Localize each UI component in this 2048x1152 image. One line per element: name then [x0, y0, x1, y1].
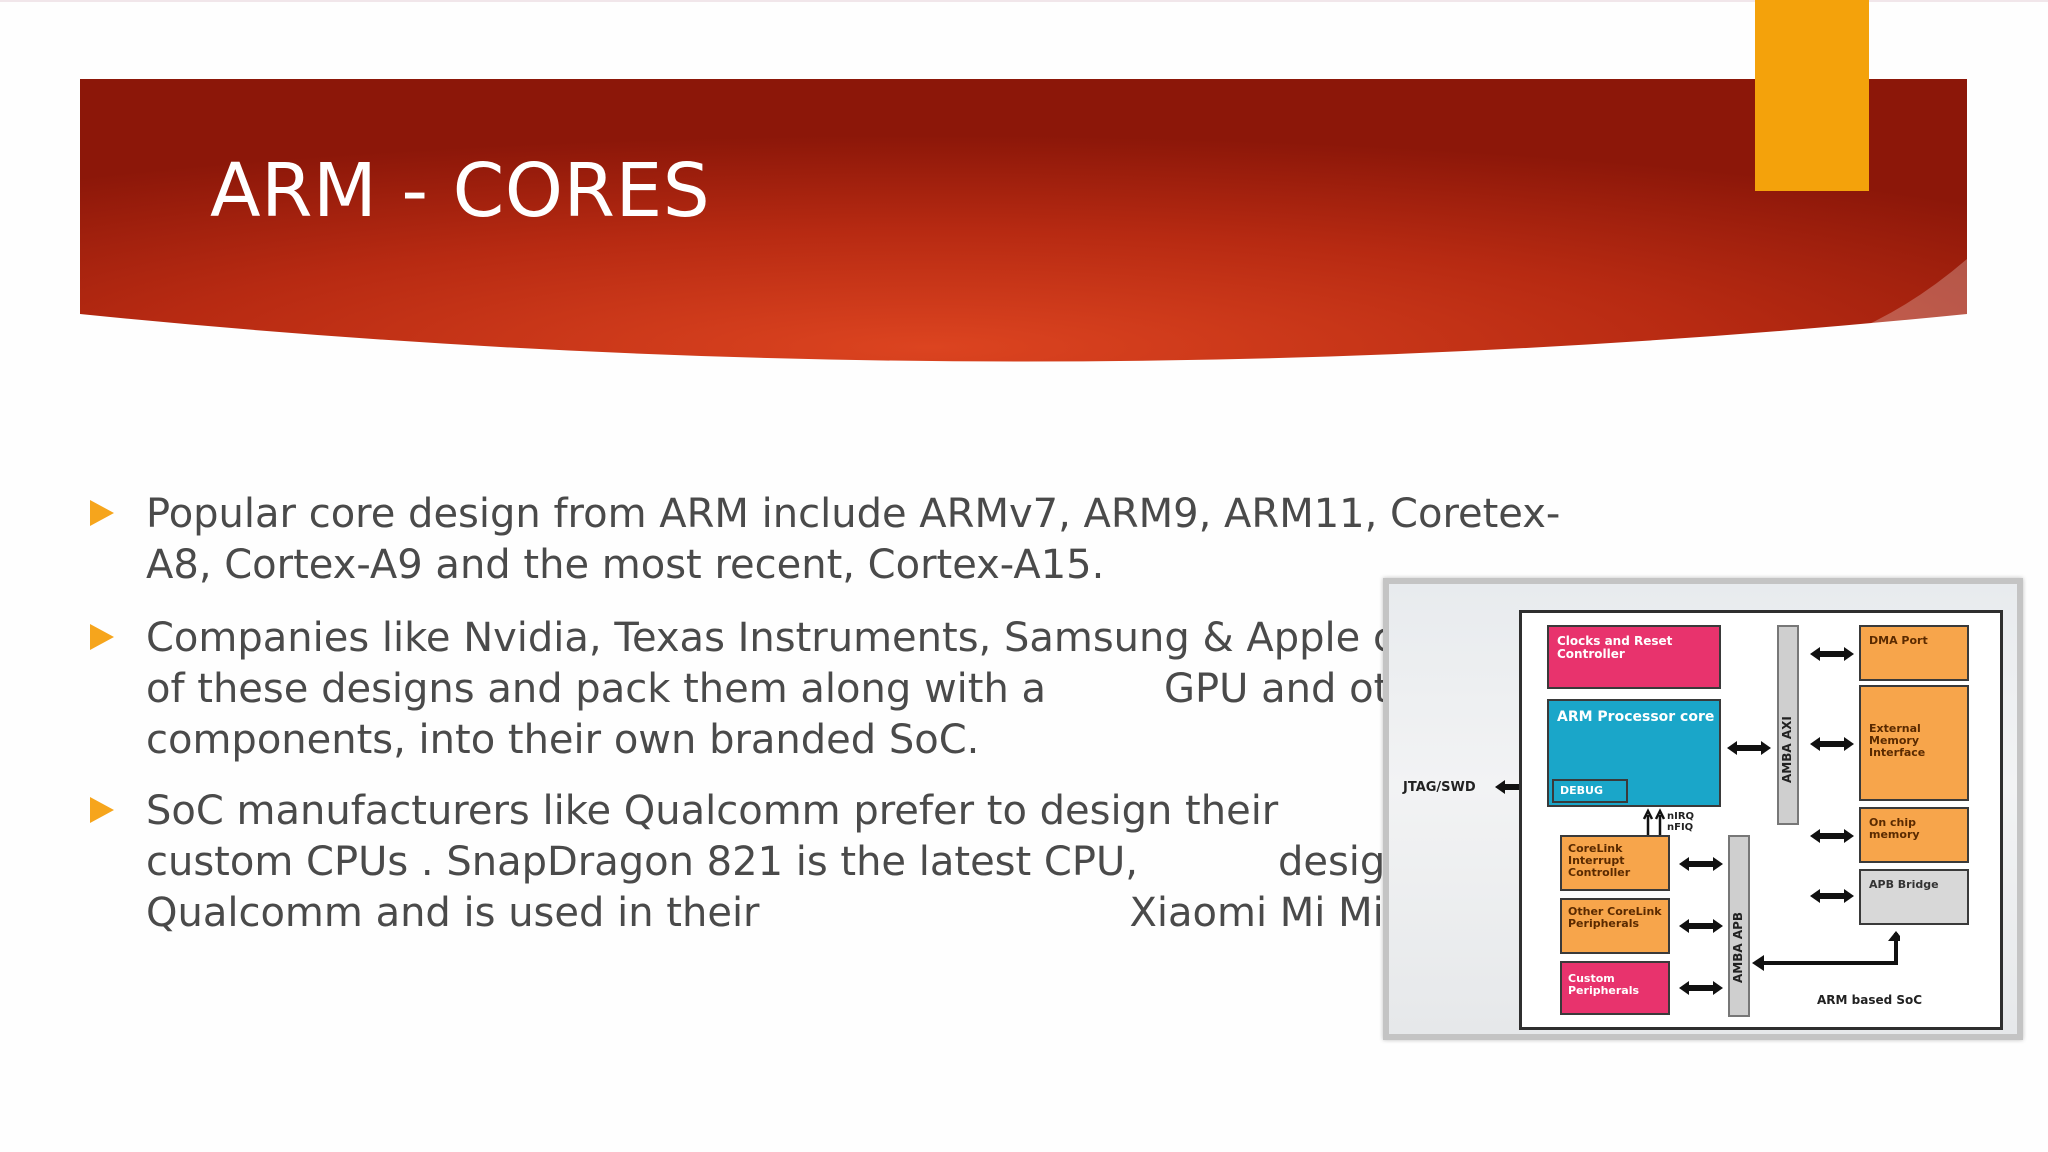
bullet-line: custom CPUs . SnapDragon 821 is the late…: [146, 839, 1138, 885]
debug-block: DEBUG: [1552, 779, 1628, 803]
other-apb-arrow-icon: [1679, 919, 1723, 933]
jtag-label: JTAG/SWD: [1403, 780, 1476, 795]
nfiq-label: nFIQ: [1667, 822, 1694, 833]
core-axi-arrow-icon: [1727, 741, 1771, 755]
bullet-line: SoC manufacturers like Qualcomm prefer t…: [146, 788, 1279, 834]
title-banner: [80, 79, 1967, 381]
corelink-interrupt-block: CoreLink Interrupt Controller: [1560, 835, 1670, 891]
amba-axi-label: AMBA AXI: [1780, 716, 1794, 783]
apb-bridge-link-icon: [1752, 931, 1900, 971]
bullet-line: Popular core design from ARM include ARM…: [146, 491, 1561, 537]
soc-boundary: Clocks and Reset Controller ARM Processo…: [1519, 610, 2003, 1030]
jtag-arrow-icon: [1495, 780, 1539, 794]
onchip-memory-block: On chip memory: [1859, 807, 1969, 863]
clocks-block: Clocks and Reset Controller: [1547, 625, 1721, 689]
external-memory-block: External Memory Interface: [1859, 685, 1969, 801]
onchip-arrow-icon: [1810, 829, 1854, 843]
bullet-3-text: SoC manufacturers like Qualcomm prefer t…: [146, 786, 1522, 939]
amba-apb-label: AMBA APB: [1731, 911, 1745, 983]
bullet-line: of these designs and pack them along wit…: [146, 666, 1047, 712]
accent-tab: [1755, 0, 1869, 191]
diagram-canvas: JTAG/SWD Clocks and Reset Controller ARM…: [1389, 584, 2017, 1034]
bullet-line: Qualcomm and is used in their: [146, 890, 760, 936]
amba-axi-bus: [1777, 625, 1799, 825]
bullet-arrow-icon: [90, 500, 114, 526]
bullet-line: A8, Cortex-A9 and the most recent, Corte…: [146, 542, 1105, 588]
arm-core-label: ARM Processor core: [1557, 709, 1715, 725]
soc-label: ARM based SoC: [1817, 993, 1923, 1007]
top-border: [0, 0, 2048, 2]
dma-port-block: DMA Port: [1859, 625, 1969, 681]
arm-soc-diagram: JTAG/SWD Clocks and Reset Controller ARM…: [1383, 578, 2023, 1040]
dma-arrow-icon: [1810, 647, 1854, 661]
slide-title: ARM - CORES: [210, 148, 711, 234]
irq-label: nIRQ nFIQ: [1667, 811, 1694, 833]
bullet-1-text: Popular core design from ARM include ARM…: [146, 489, 1560, 591]
irq-arrows-icon: [1642, 808, 1666, 835]
apb-bridge-block: APB Bridge: [1859, 869, 1969, 925]
custom-peripherals-block: Custom Peripherals: [1560, 961, 1670, 1015]
custom-apb-arrow-icon: [1679, 981, 1723, 995]
bullet-arrow-icon: [90, 624, 114, 650]
bullet-arrow-icon: [90, 797, 114, 823]
bullet-line: components, into their own branded SoC.: [146, 717, 980, 763]
interrupt-apb-arrow-icon: [1679, 857, 1723, 871]
amba-apb-bus: [1728, 835, 1750, 1017]
apb-bridge-arrow-icon: [1810, 889, 1854, 903]
other-corelink-block: Other CoreLink Peripherals: [1560, 898, 1670, 954]
nirq-label: nIRQ: [1667, 811, 1695, 822]
ext-mem-arrow-icon: [1810, 737, 1854, 751]
